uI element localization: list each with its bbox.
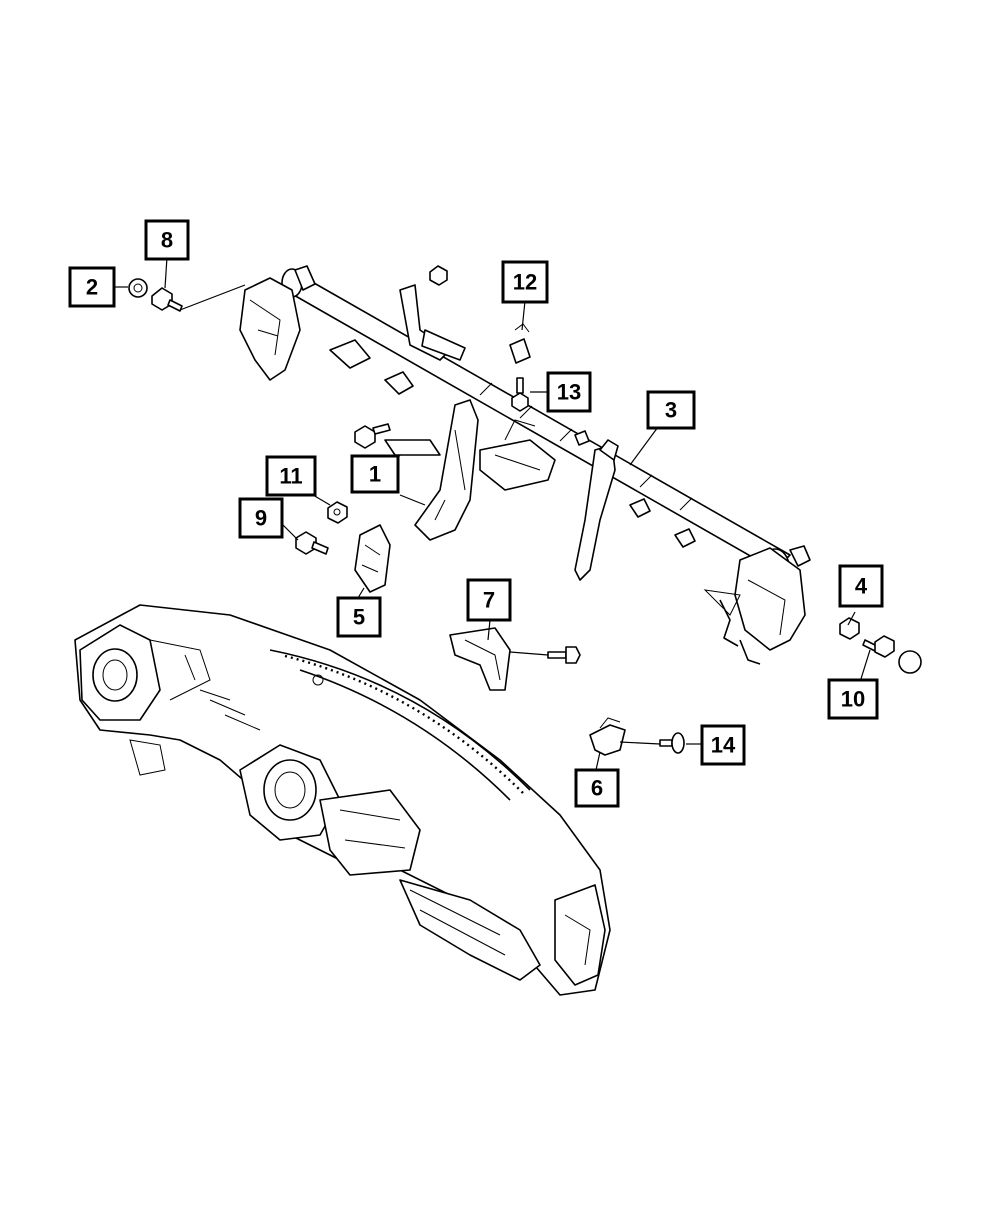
part-4-nut [839,617,860,640]
callout-label: 1 [369,462,381,487]
callout-label: 11 [279,464,302,489]
callout-label: 5 [353,605,365,630]
part-8-bolt [151,287,173,311]
callout-label: 7 [483,588,495,613]
instrument-panel [74,604,611,996]
callout-label: 12 [513,270,537,295]
callout-11: 11 [265,455,317,497]
callout-4: 4 [838,564,884,608]
part-14-screw [659,739,673,747]
part-2-grommet [128,278,148,298]
callout-label: 8 [161,228,173,253]
callout-14: 14 [700,724,746,766]
part-5-bracket [354,524,391,593]
callout-6: 6 [574,768,620,808]
callout-9: 9 [238,497,284,539]
part-1-pad [384,439,441,456]
part-12-clip [509,338,531,364]
callout-label: 13 [557,380,581,405]
callout-label: 6 [591,776,603,801]
callout-7: 7 [466,578,512,622]
callout-label: 3 [665,398,677,423]
part-7-bracket [449,627,511,691]
callout-5: 5 [336,596,382,638]
callout-8: 8 [144,219,190,261]
callout-label: 4 [855,574,868,599]
callout-2: 2 [68,266,116,308]
part-11-nut [327,501,348,524]
callout-12: 12 [501,260,549,304]
callout-10: 10 [827,678,879,720]
callout-label: 9 [255,506,267,531]
callout-3: 3 [646,390,696,430]
cross-car-beam [239,265,811,665]
callout-label: 2 [86,275,98,300]
callout-1: 1 [350,454,400,494]
part-6-bracket [589,724,626,756]
callout-13: 13 [546,371,592,413]
part-13-bolt [511,392,529,412]
callout-label: 10 [841,687,865,712]
small-parts [128,265,922,756]
callout-label: 14 [711,733,736,758]
